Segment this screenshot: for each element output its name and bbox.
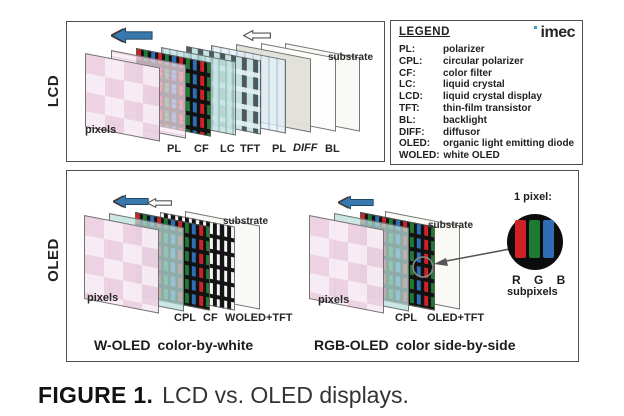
- legend-row: PL: polarizer: [399, 44, 485, 55]
- pixel-inset-circle: [507, 214, 563, 270]
- rgb-letters-label: R G B: [512, 273, 571, 287]
- legend-row: LCD: liquid crystal display: [399, 91, 542, 103]
- legend-row: WOLED: white OLED: [399, 150, 500, 162]
- lcd-layer-label-bl: BL: [325, 143, 340, 155]
- legend-row: TFT: thin-film transistor: [399, 102, 532, 114]
- woled-layer-label-woled-tft: WOLED+TFT: [225, 312, 293, 324]
- lcd-pixels-label: pixels: [85, 124, 117, 136]
- figure-caption: FIGURE 1. LCD vs. OLED displays.: [38, 382, 409, 409]
- woled-substrate-label: substrate: [223, 216, 269, 227]
- subpixels-label: subpixels: [507, 286, 558, 298]
- imec-logo-dot-icon: [533, 26, 537, 29]
- light-direction-arrow-icon: [147, 197, 172, 209]
- light-output-arrow-icon: [338, 195, 374, 210]
- lcd-layer-label-diff: DIFF: [293, 142, 318, 154]
- lcd-layer-label-cf: CF: [194, 143, 209, 155]
- legend-row: CPL: circular polarizer: [399, 55, 524, 67]
- legend-row: DIFF: diffusor: [399, 126, 481, 138]
- rgb-oled-layer-label-oled-tft: OLED+TFT: [427, 312, 485, 324]
- lcd-side-label: LCD: [45, 74, 62, 108]
- lcd-substrate-label: substrate: [328, 52, 374, 63]
- rgb-oled-substrate-label: substrate: [428, 220, 474, 231]
- figure-caption-text: LCD vs. OLED displays.: [162, 382, 409, 408]
- backlight-direction-arrow-icon: [243, 29, 271, 42]
- figure-caption-label: FIGURE 1.: [38, 382, 154, 408]
- woled-layer-label-cpl: CPL: [174, 312, 196, 324]
- lcd-panel: pixels substrate PL CF LC TFT PL DIFF BL: [66, 21, 385, 162]
- oled-side-label: OLED: [45, 238, 62, 282]
- legend-box: LEGEND imec PL: polarizer CPL: circular …: [390, 20, 583, 165]
- legend-row: OLED: organic light emitting diode: [399, 138, 575, 150]
- woled-pixels-label: pixels: [87, 292, 119, 304]
- lcd-layer-label-lc: LC: [220, 143, 235, 155]
- rgb-oled-pixels-label: pixels: [318, 294, 350, 306]
- rgb-oled-layer-label-cpl: CPL: [395, 312, 417, 324]
- woled-layer-label-cf: CF: [203, 312, 218, 324]
- blue-subpixel-bar: [543, 220, 554, 258]
- legend-row: CF: color filter: [399, 67, 492, 79]
- red-subpixel-bar: [515, 220, 526, 258]
- light-output-arrow-icon: [113, 194, 149, 209]
- legend-row: BL: backlight: [399, 114, 487, 126]
- pixel-inset-title: 1 pixel:: [514, 191, 552, 203]
- legend-title: LEGEND: [399, 26, 450, 38]
- lcd-layer-label-pl1: PL: [167, 143, 182, 155]
- light-output-arrow-icon: [111, 27, 153, 44]
- green-subpixel-bar: [529, 220, 540, 258]
- lcd-layer-label-tft: TFT: [240, 143, 261, 155]
- oled-panel: pixels substrate CPL CF WOLED+TFT W-OLED…: [66, 170, 579, 362]
- imec-logo: imec: [533, 25, 576, 41]
- legend-row: LC: liquid crystal: [399, 79, 505, 91]
- lcd-layer-label-pl2: PL: [272, 143, 287, 155]
